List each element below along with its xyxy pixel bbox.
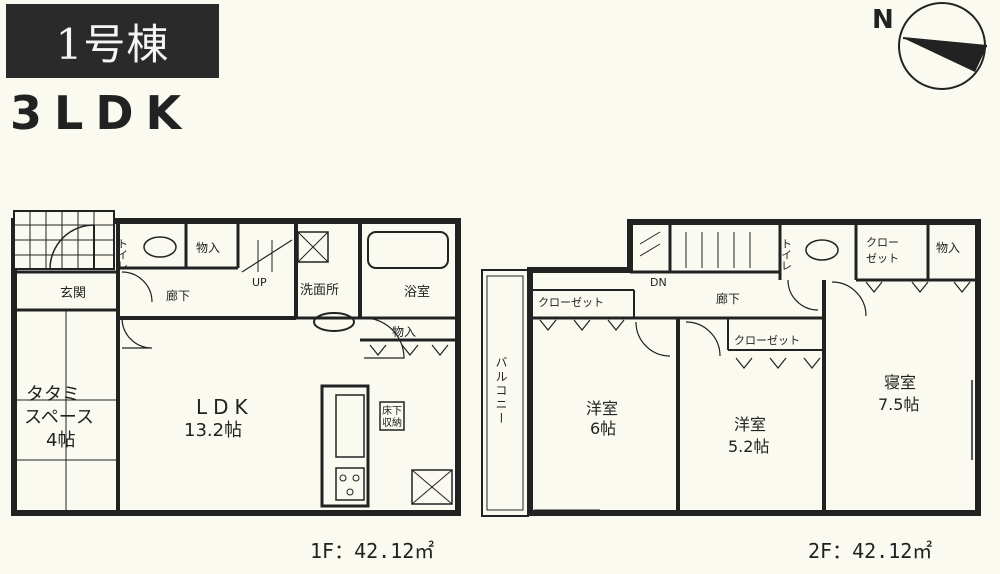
tatami-name2-label: スペース	[24, 407, 94, 428]
floor2-area-label: 2F：42.12㎡	[808, 539, 933, 563]
toilet-2f-label: トイレ	[780, 238, 793, 271]
stairs-dn-label: DN	[650, 276, 667, 289]
north-label: N	[872, 5, 894, 35]
underfloor2-label: 収納	[382, 416, 402, 429]
tatami-name-label: タタミ	[26, 384, 80, 405]
toilet-1f-label: トイレ	[116, 238, 129, 271]
closet-b2-label: ゼット	[866, 252, 899, 265]
storage-1f-label: 物入	[196, 241, 220, 255]
western1-name-label: 洋室	[586, 399, 618, 418]
closet-a-label: クローゼット	[538, 296, 604, 309]
ldk-size-label: 13.2帖	[184, 420, 242, 441]
ldk-name-label: LDK	[196, 395, 254, 419]
compass: N	[872, 2, 988, 90]
floor2-plan	[481, 219, 981, 517]
western1-size-label: 6帖	[590, 419, 616, 438]
washroom-label: 洗面所	[300, 283, 339, 298]
storage2-1f-label: 物入	[392, 325, 416, 339]
floor1-labels: トイレ 物入 廊下 UP 洗面所 浴室 物入 玄関 タタミ スペース 4帖 LD…	[24, 238, 430, 451]
closet-c-label: クローゼット	[734, 334, 800, 347]
plan-type-label: 3LDK	[10, 86, 194, 140]
entrance-label: 玄関	[60, 286, 86, 301]
floor1-area-label: 1F：42.12㎡	[310, 539, 435, 563]
tatami-size-label: 4帖	[46, 430, 75, 451]
storage-2f-label: 物入	[936, 241, 960, 255]
underfloor-label: 床下	[382, 404, 402, 417]
western2-size-label: 5.2帖	[728, 437, 769, 456]
western2-name-label: 洋室	[734, 415, 766, 434]
bathroom-label: 浴室	[404, 284, 430, 300]
master-name-label: 寝室	[884, 373, 916, 392]
porch-tiles	[13, 210, 115, 270]
floor2-labels: バルコニー クローゼット DN 廊下 トイレ クロー ゼット 物入 クローゼット…	[494, 236, 960, 456]
corridor-2f-label: 廊下	[716, 291, 740, 306]
balcony-label: バルコニー	[494, 356, 508, 426]
corridor-1f-label: 廊下	[166, 288, 190, 303]
master-size-label: 7.5帖	[878, 395, 919, 414]
building-badge: 1号棟	[6, 4, 219, 78]
floor1-plan	[11, 210, 461, 516]
stairs-up-label: UP	[252, 276, 267, 289]
closet-b-label: クロー	[866, 236, 899, 249]
